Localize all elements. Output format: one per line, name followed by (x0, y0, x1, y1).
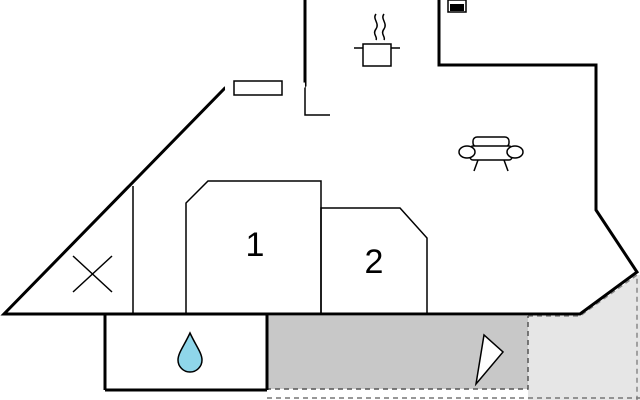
sun-lounger-icon (474, 333, 505, 387)
bedroom-2-outline (320, 207, 428, 315)
door-partition (304, 85, 330, 116)
water-drop-icon (177, 331, 203, 373)
bedroom-1-outline (185, 180, 322, 315)
cooking-pot-icon (354, 13, 400, 67)
open-terrace-area (528, 275, 640, 400)
radiator-icon (224, 80, 306, 96)
room-1-label: 1 (246, 226, 265, 264)
toilet-cross-icon (72, 255, 113, 293)
room-2-label: 2 (365, 243, 384, 281)
sofa-icon (458, 136, 524, 172)
fireplace-icon (447, 0, 467, 13)
open-terrace-outline (528, 273, 638, 400)
